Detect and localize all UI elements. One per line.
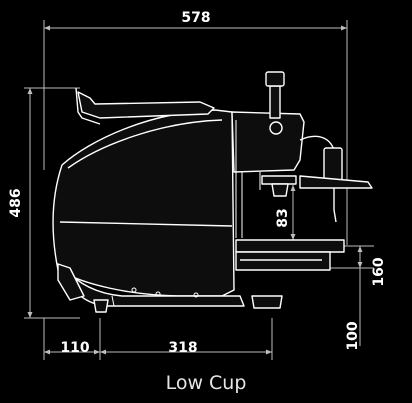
- body-shell: [52, 109, 235, 297]
- lever-knob: [265, 71, 285, 87]
- lever-stem: [269, 85, 281, 119]
- machine-details: [111, 120, 261, 307]
- machine-outline: [52, 71, 373, 313]
- portafilter: [261, 175, 297, 185]
- dimension-lines: [24, 20, 374, 360]
- drip-tray: [235, 239, 345, 253]
- body-panel-upper: [67, 119, 223, 169]
- front-bumper: [57, 263, 85, 301]
- top-tray-arm: [75, 87, 101, 125]
- dimension-arrows: [27, 25, 363, 355]
- body-panel: [59, 221, 233, 227]
- dim-tray-height: 160: [371, 257, 387, 286]
- dim-body-depth: 318: [168, 340, 197, 356]
- drip-tray-lower: [235, 251, 331, 271]
- portafilter-spout: [271, 183, 289, 197]
- top-tray: [77, 91, 215, 119]
- group-head: [231, 111, 305, 173]
- dim-front-depth: 110: [60, 340, 89, 356]
- valve-dial: [269, 121, 283, 135]
- dim-cup-clearance: 83: [275, 208, 291, 227]
- foot-front: [93, 299, 109, 313]
- dim-tray-base: 100: [345, 321, 361, 350]
- dim-overall-width: 578: [181, 10, 210, 26]
- wand-tip: [333, 209, 337, 223]
- figure-caption: Low Cup: [165, 372, 247, 394]
- foot-rear: [251, 295, 283, 309]
- wand-handle: [299, 175, 373, 189]
- dim-overall-height: 486: [8, 188, 24, 217]
